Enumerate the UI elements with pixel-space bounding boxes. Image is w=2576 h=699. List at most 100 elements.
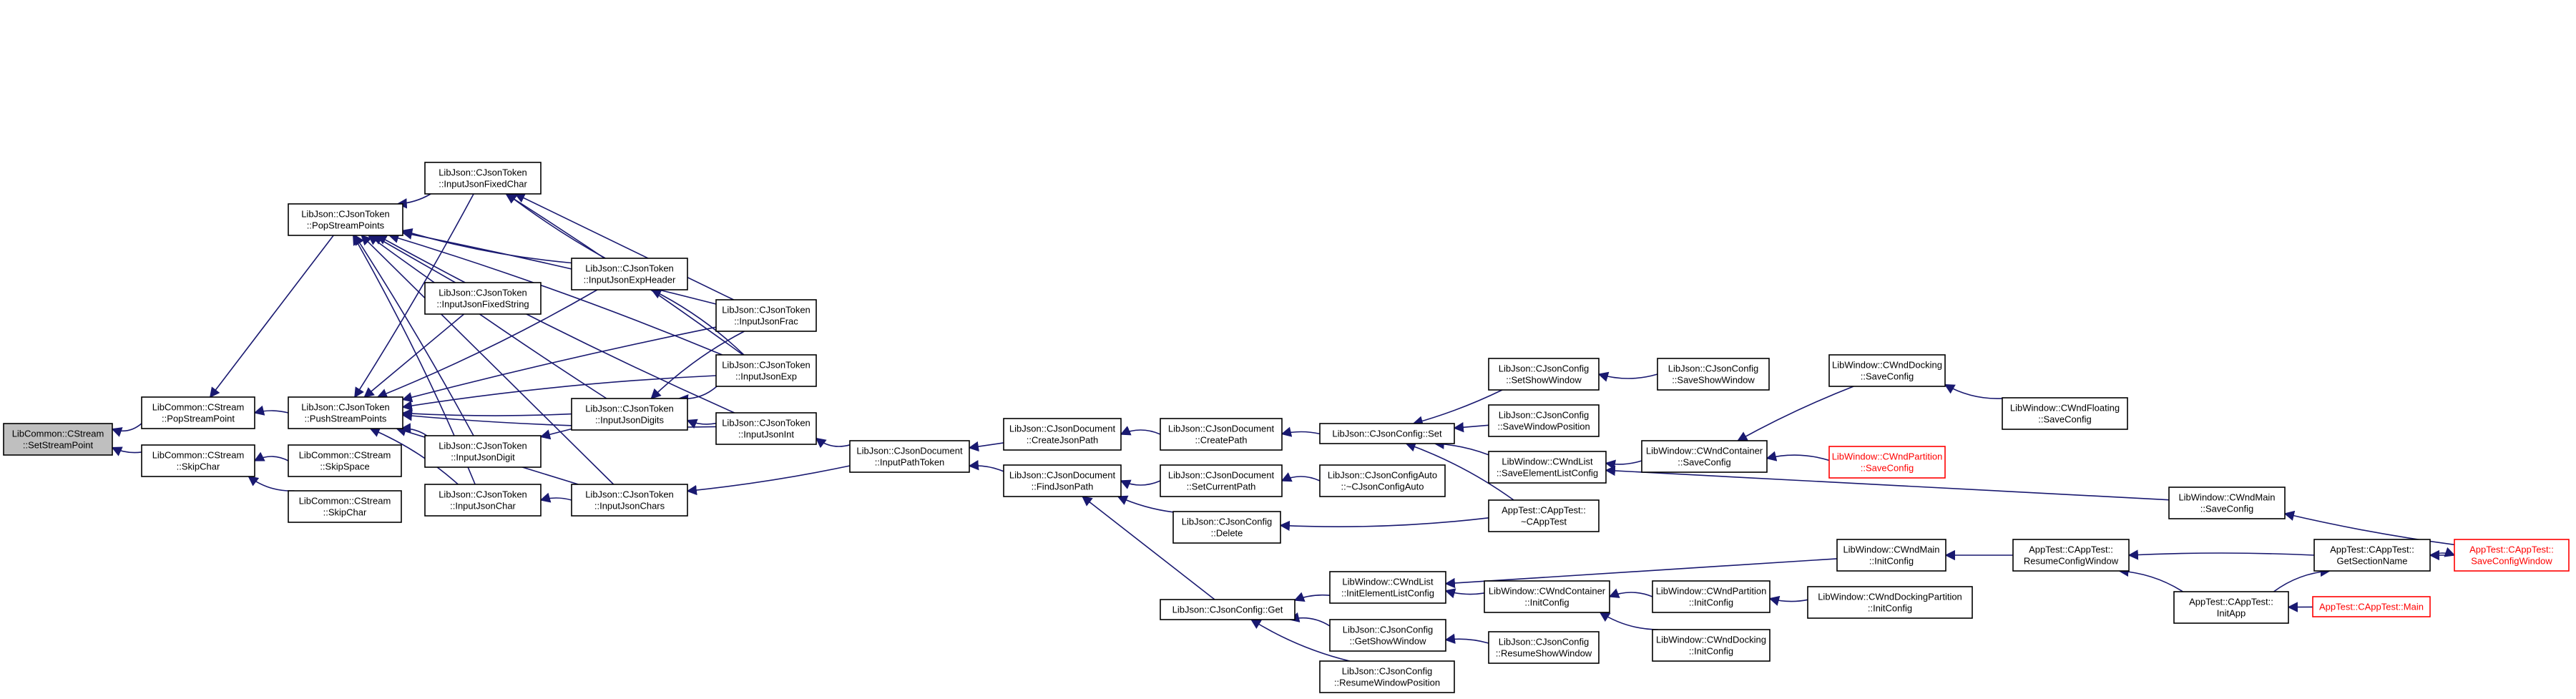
node-expheader[interactable]: LibJson::CJsonToken::InputJsonExpHeader [571, 258, 688, 290]
node-cfgset[interactable]: LibJson::CJsonConfig::Set [1319, 423, 1455, 444]
edge-skipchar2-to-skipchar [248, 476, 295, 492]
edge-tpush-to-popsp [253, 405, 289, 416]
node-partinit[interactable]: LibWindow::CWndPartition::InitConfig [1652, 580, 1771, 613]
node-box [1329, 619, 1446, 652]
node-createjp[interactable]: LibJson::CJsonDocument::CreateJsonPath [1003, 418, 1122, 451]
node-label: SaveConfigWindow [2471, 556, 2552, 567]
node-label: ::InitConfig [1524, 597, 1569, 608]
edge-jfrac-to-fixchar [514, 193, 734, 300]
node-label: ::InitElementListConfig [1341, 588, 1434, 599]
node-floatsave[interactable]: LibWindow::CWndFloating::SaveConfig [2002, 397, 2128, 430]
node-label: ResumeConfigWindow [2024, 556, 2119, 567]
node-label: ::SaveConfig [2038, 414, 2091, 425]
node-label: ::PushStreamPoints [305, 414, 387, 424]
node-label: LibWindow::CWndDockingPartition [1818, 592, 1962, 602]
node-label: ::InputJsonDigit [451, 452, 515, 463]
node-setsp[interactable]: LibCommon::CStream::SetStreamPoint [3, 423, 113, 456]
node-label: ::SaveConfig [1861, 463, 1914, 474]
edge-findjp-to-pathtoken [968, 460, 1004, 472]
node-fixchar[interactable]: LibJson::CJsonToken::InputJsonFixedChar [424, 162, 542, 195]
edge-jexp-to-jdigits [677, 386, 718, 405]
edge-createjp-to-pathtoken [968, 441, 1004, 452]
node-partsave[interactable]: LibWindow::CWndPartition::SaveConfig [1828, 446, 1946, 479]
node-resumewinpos[interactable]: LibJson::CJsonConfig::ResumeWindowPositi… [1319, 660, 1455, 693]
node-label: ::InitConfig [1689, 597, 1733, 608]
node-label: LibJson::CJsonConfig [1668, 363, 1758, 374]
node-resumecfg[interactable]: AppTest::CAppTest::ResumeConfigWindow [2012, 539, 2130, 572]
node-apptestdtor[interactable]: AppTest::CAppTest::~CAppTest [1488, 499, 1600, 532]
node-box [1641, 440, 1768, 473]
node-label: ::InputJsonChars [594, 501, 665, 512]
node-dockinit[interactable]: LibWindow::CWndDocking::InitConfig [1652, 629, 1771, 662]
edge-jexp-to-expheader [650, 289, 745, 356]
node-tpush[interactable]: LibJson::CJsonToken::PushStreamPoints [288, 396, 403, 429]
node-label: ::InputJsonFrac [734, 316, 798, 327]
node-popsp[interactable]: LibCommon::CStream::PopStreamPoint [141, 396, 255, 429]
node-jdigits[interactable]: LibJson::CJsonToken::InputJsonDigits [571, 398, 688, 431]
edge-dockpartinit-to-partinit [1768, 595, 1808, 606]
node-label: LibJson::CJsonToken [585, 404, 674, 414]
node-label: ::InputJsonFixedString [436, 299, 529, 310]
node-docksave[interactable]: LibWindow::CWndDocking::SaveConfig [1828, 354, 1946, 387]
node-box [1172, 511, 1281, 544]
edge-createpath-to-createjp [1120, 426, 1161, 436]
node-label: AppTest::CAppTest:: [2330, 544, 2414, 555]
node-box [715, 299, 817, 332]
node-saveshow[interactable]: LibJson::CJsonConfig::SaveShowWindow [1657, 358, 1770, 391]
node-tpop[interactable]: LibJson::CJsonToken::PopStreamPoints [288, 203, 403, 236]
node-appmain[interactable]: AppTest::CAppTest::Main [2312, 596, 2431, 617]
node-dockpartinit[interactable]: LibWindow::CWndDockingPartition::InitCon… [1807, 586, 1973, 619]
node-box [2454, 539, 2570, 572]
node-skipchar2[interactable]: LibCommon::CStream::SkipChar [288, 490, 402, 523]
node-contsave[interactable]: LibWindow::CWndContainer::SaveConfig [1641, 440, 1768, 473]
edge-getsection-to-resumecfg [2127, 549, 2315, 560]
node-cfgdelete[interactable]: LibJson::CJsonConfig::Delete [1172, 511, 1281, 544]
node-box [288, 490, 402, 523]
node-mainsave[interactable]: LibWindow::CWndMain::SaveConfig [2168, 487, 2286, 519]
node-setshow[interactable]: LibJson::CJsonConfig::SetShowWindow [1488, 358, 1600, 391]
node-jexp[interactable]: LibJson::CJsonToken::InputJsonExp [715, 354, 817, 387]
node-saveelcfg[interactable]: LibWindow::CWndList::SaveElementListConf… [1488, 451, 1607, 484]
node-createpath[interactable]: LibJson::CJsonDocument::CreatePath [1160, 418, 1283, 451]
node-box [1828, 354, 1946, 387]
node-label: ::InitConfig [1689, 646, 1733, 657]
node-jchar[interactable]: LibJson::CJsonToken::InputJsonChar [424, 484, 542, 517]
node-label: AppTest::CAppTest::Main [2319, 602, 2424, 612]
node-jint[interactable]: LibJson::CJsonToken::InputJsonInt [715, 412, 817, 445]
node-box [1652, 580, 1771, 613]
node-label: LibJson::CJsonConfig [1499, 363, 1589, 374]
node-skipspace[interactable]: LibCommon::CStream::SkipSpace [288, 444, 402, 477]
node-initapp[interactable]: AppTest::CAppTest::InitApp [2173, 591, 2289, 624]
edge-jchar-to-tpush [369, 427, 459, 485]
node-label: LibWindow::CWndPartition [1832, 451, 1943, 462]
node-cfgget[interactable]: LibJson::CJsonConfig::Get [1160, 599, 1296, 620]
node-box [424, 282, 542, 315]
node-box [1828, 446, 1946, 479]
edge-expheader-to-tpop [401, 228, 572, 264]
node-box [571, 258, 688, 290]
node-initelcfg[interactable]: LibWindow::CWndList::InitElementListConf… [1329, 571, 1446, 604]
node-label: ::SaveConfig [1678, 457, 1730, 468]
node-getshow[interactable]: LibJson::CJsonConfig::GetShowWindow [1329, 619, 1446, 652]
node-setcurpath[interactable]: LibJson::CJsonDocument::SetCurrentPath [1160, 464, 1283, 497]
node-box [141, 396, 255, 429]
node-jchars[interactable]: LibJson::CJsonToken::InputJsonChars [571, 484, 688, 517]
node-jdigit[interactable]: LibJson::CJsonToken::InputJsonDigit [424, 435, 542, 468]
node-savewinpos[interactable]: LibJson::CJsonConfig::SaveWindowPosition [1488, 404, 1600, 437]
node-skipchar[interactable]: LibCommon::CStream::SkipChar [141, 444, 255, 477]
node-jfrac[interactable]: LibJson::CJsonToken::InputJsonFrac [715, 299, 817, 332]
node-cfgauto[interactable]: LibJson::CJsonConfigAuto::~CJsonConfigAu… [1319, 464, 1446, 497]
node-maininit[interactable]: LibWindow::CWndMain::InitConfig [1836, 539, 1946, 572]
node-pathtoken[interactable]: LibJson::CJsonDocument::InputPathToken [849, 440, 970, 473]
node-box [424, 484, 542, 517]
node-label: AppTest::CAppTest:: [2029, 544, 2113, 555]
node-savecfgwin[interactable]: AppTest::CAppTest::SaveConfigWindow [2454, 539, 2570, 572]
node-fixstr[interactable]: LibJson::CJsonToken::InputJsonFixedStrin… [424, 282, 542, 315]
node-resumeshow[interactable]: LibJson::CJsonConfig::ResumeShowWindow [1488, 631, 1600, 664]
node-continit[interactable]: LibWindow::CWndContainer::InitConfig [1484, 580, 1610, 613]
node-getsection[interactable]: AppTest::CAppTest::GetSectionName [2313, 539, 2431, 572]
node-label: AppTest::CAppTest:: [2189, 597, 2273, 607]
node-label: ::~CJsonConfigAuto [1341, 482, 1424, 492]
edge-skipchar-to-setsp [111, 446, 142, 456]
node-findjp[interactable]: LibJson::CJsonDocument::FindJsonPath [1003, 464, 1122, 497]
